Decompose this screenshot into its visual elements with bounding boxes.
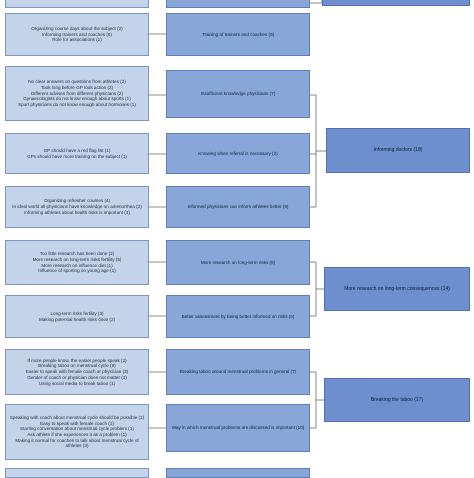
category-box-informing-doctors: Informing doctors (18) <box>326 128 470 173</box>
detail-box-long-term-risks: Long-term risks fertility (3) Making pot… <box>5 295 149 338</box>
detail-box-physician-knowledge: No clear answers on questions from athle… <box>5 66 149 121</box>
detail-box-refresher-courses: Organizing refresher courses (4) In idea… <box>5 186 149 228</box>
detail-box-course-days: Organizing course days about the subject… <box>5 13 149 56</box>
category-box-partial-top <box>322 0 470 6</box>
theme-box-breaking-taboo-general: Breaking taboo around menstrual problems… <box>166 349 310 395</box>
detail-box-red-flag: GP should have a red flag list (1) GPs s… <box>5 133 149 174</box>
theme-box-training-trainers: Training of trainers and coaches (9) <box>166 13 310 56</box>
theme-box-knowing-referral: Knowing when referral is necessary (2) <box>166 133 310 174</box>
theme-box-partial-bottom <box>166 468 310 478</box>
detail-box-partial-top <box>5 0 149 8</box>
theme-box-insufficient-knowledge: Insufficient knowledge physicians (7) <box>166 70 310 118</box>
detail-box-speaking-with-coach: Speaking with coach about menstrual cycl… <box>5 404 149 460</box>
category-box-breaking-taboo: Breaking the taboo (17) <box>324 378 470 422</box>
theme-box-informed-physicians: Informed physicians can inform athletes … <box>166 186 310 228</box>
theme-box-research-long-term-risks: More research on long-term risks (9) <box>166 240 310 285</box>
detail-box-too-little-research: Too little research has been done (2) Mo… <box>5 240 149 285</box>
theme-box-partial-top <box>166 0 310 8</box>
detail-box-more-people-know: If more people know, the easier people s… <box>5 349 149 395</box>
detail-box-partial-bottom <box>5 468 149 478</box>
theme-box-way-discussed: Way in which menstrual problems are disc… <box>166 404 310 452</box>
category-box-research-consequences: More research on long-term consequences … <box>324 267 470 311</box>
theme-box-better-assessment: Better assessment by being better inform… <box>166 295 310 338</box>
